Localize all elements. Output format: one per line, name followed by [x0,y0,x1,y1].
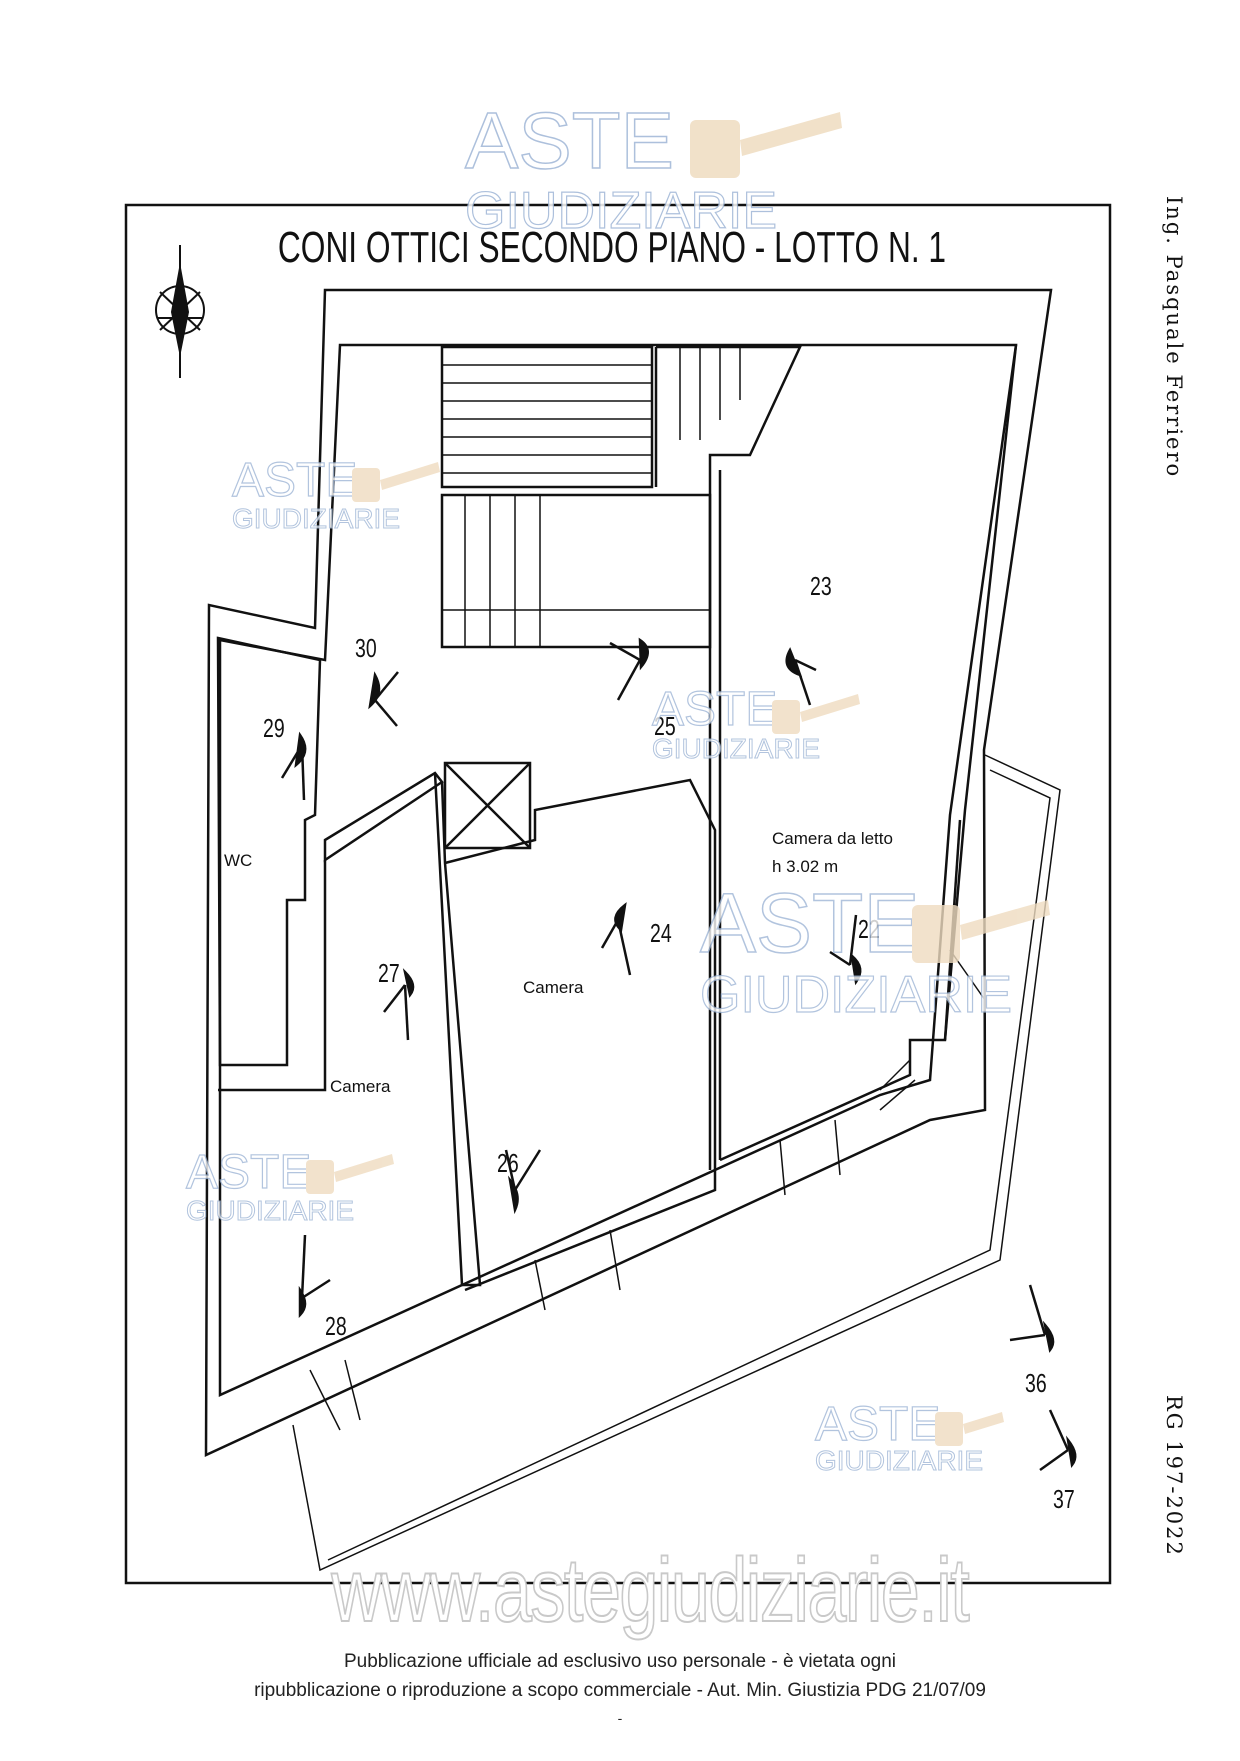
author-side-label: Ing. Pasquale Ferriero [1162,196,1186,479]
viewpoint-number: 27 [378,958,400,987]
camera-icon-25 [609,637,649,701]
svg-text:ASTE: ASTE [700,876,919,970]
case-number-side-label: RG 197-2022 [1162,1395,1186,1557]
gavel-icon [352,462,440,502]
viewpoint-number: 22 [858,914,880,943]
camera-icon-30 [368,671,399,727]
svg-text:GIUDIZIARIE: GIUDIZIARIE [815,1445,983,1476]
camera-icon-37 [1039,1409,1077,1472]
room-label-wc: WC [224,851,252,870]
svg-text:ASTE: ASTE [815,1398,940,1451]
viewpoint-markers [280,637,1077,1472]
watermark-logo: ASTE GIUDIZIARIE [185,1145,394,1227]
gavel-icon [912,900,1050,963]
watermark-logo: ASTE GIUDIZIARIE [814,1397,1004,1477]
viewpoint-number: 23 [810,571,832,600]
viewpoint-numbers: 22 23 24 25 26 27 28 29 30 36 37 [263,571,1075,1513]
camera-icon-27 [383,968,415,1041]
footer-line-2: ripubblicazione o riproduzione a scopo c… [254,1680,986,1701]
camera-icon-23 [785,647,817,706]
wc-room-walls [216,636,322,1067]
stairs-lower [440,493,712,649]
camera-icon-26 [504,1149,542,1215]
svg-text:GIUDIZIARIE: GIUDIZIARIE [465,182,777,240]
room-label-camera-center: Camera [523,978,584,997]
watermark-logo: ASTE GIUDIZIARIE [699,875,1050,1025]
camera-icon-28 [298,1234,331,1319]
room-height-label: h 3.02 m [772,857,838,876]
drawing-frame [124,203,1112,1585]
footer-line-3: - [617,1710,623,1726]
viewpoint-number: 25 [654,711,676,740]
watermark-site: www.astegiudiziarie.it [331,1540,971,1642]
gavel-icon [306,1154,394,1194]
terrace-outline [292,754,1061,1572]
camera-icon-24 [600,902,632,976]
viewpoint-number: 29 [263,713,285,742]
svg-text:GIUDIZIARIE: GIUDIZIARIE [186,1195,354,1226]
svg-text:ASTE: ASTE [186,1146,311,1199]
viewpoint-number: 26 [497,1148,519,1177]
north-arrow-icon [155,245,205,378]
viewpoint-number: 30 [355,633,377,662]
watermark-logo: ASTE GIUDIZIARIE [231,453,440,535]
gavel-icon [935,1412,1004,1446]
stairs-upper [440,345,654,489]
room-label-camera-da-letto: Camera da letto [772,829,893,848]
shaft-box [443,761,532,850]
camera-icon-36 [1009,1284,1055,1353]
svg-text:ASTE: ASTE [652,683,777,736]
camera-icon-22 [829,914,862,986]
watermark-logo: ASTE GIUDIZIARIE [464,95,842,241]
viewpoint-number: 37 [1053,1484,1075,1513]
watermark-logo: ASTE GIUDIZIARIE [651,682,860,765]
building-walls [204,288,1053,1457]
stair-treads [442,347,741,647]
viewpoint-number: 24 [650,918,672,947]
gavel-icon [772,694,860,734]
footer-line-1: Pubblicazione ufficiale ad esclusivo uso… [343,1651,897,1672]
svg-text:GIUDIZIARIE: GIUDIZIARIE [652,733,820,764]
svg-text:GIUDIZIARIE: GIUDIZIARIE [232,503,400,534]
viewpoint-number: 36 [1025,1368,1047,1397]
camera-icon-29 [280,731,307,801]
svg-text:ASTE: ASTE [465,96,674,185]
room-label-camera-left: Camera [330,1077,391,1096]
svg-text:GIUDIZIARIE: GIUDIZIARIE [700,966,1012,1024]
svg-text:ASTE: ASTE [232,454,357,507]
gavel-icon [690,112,842,178]
plan-title: CONI OTTICI SECONDO PIANO - LOTTO N. 1 [278,223,946,272]
viewpoint-number: 28 [325,1311,347,1340]
